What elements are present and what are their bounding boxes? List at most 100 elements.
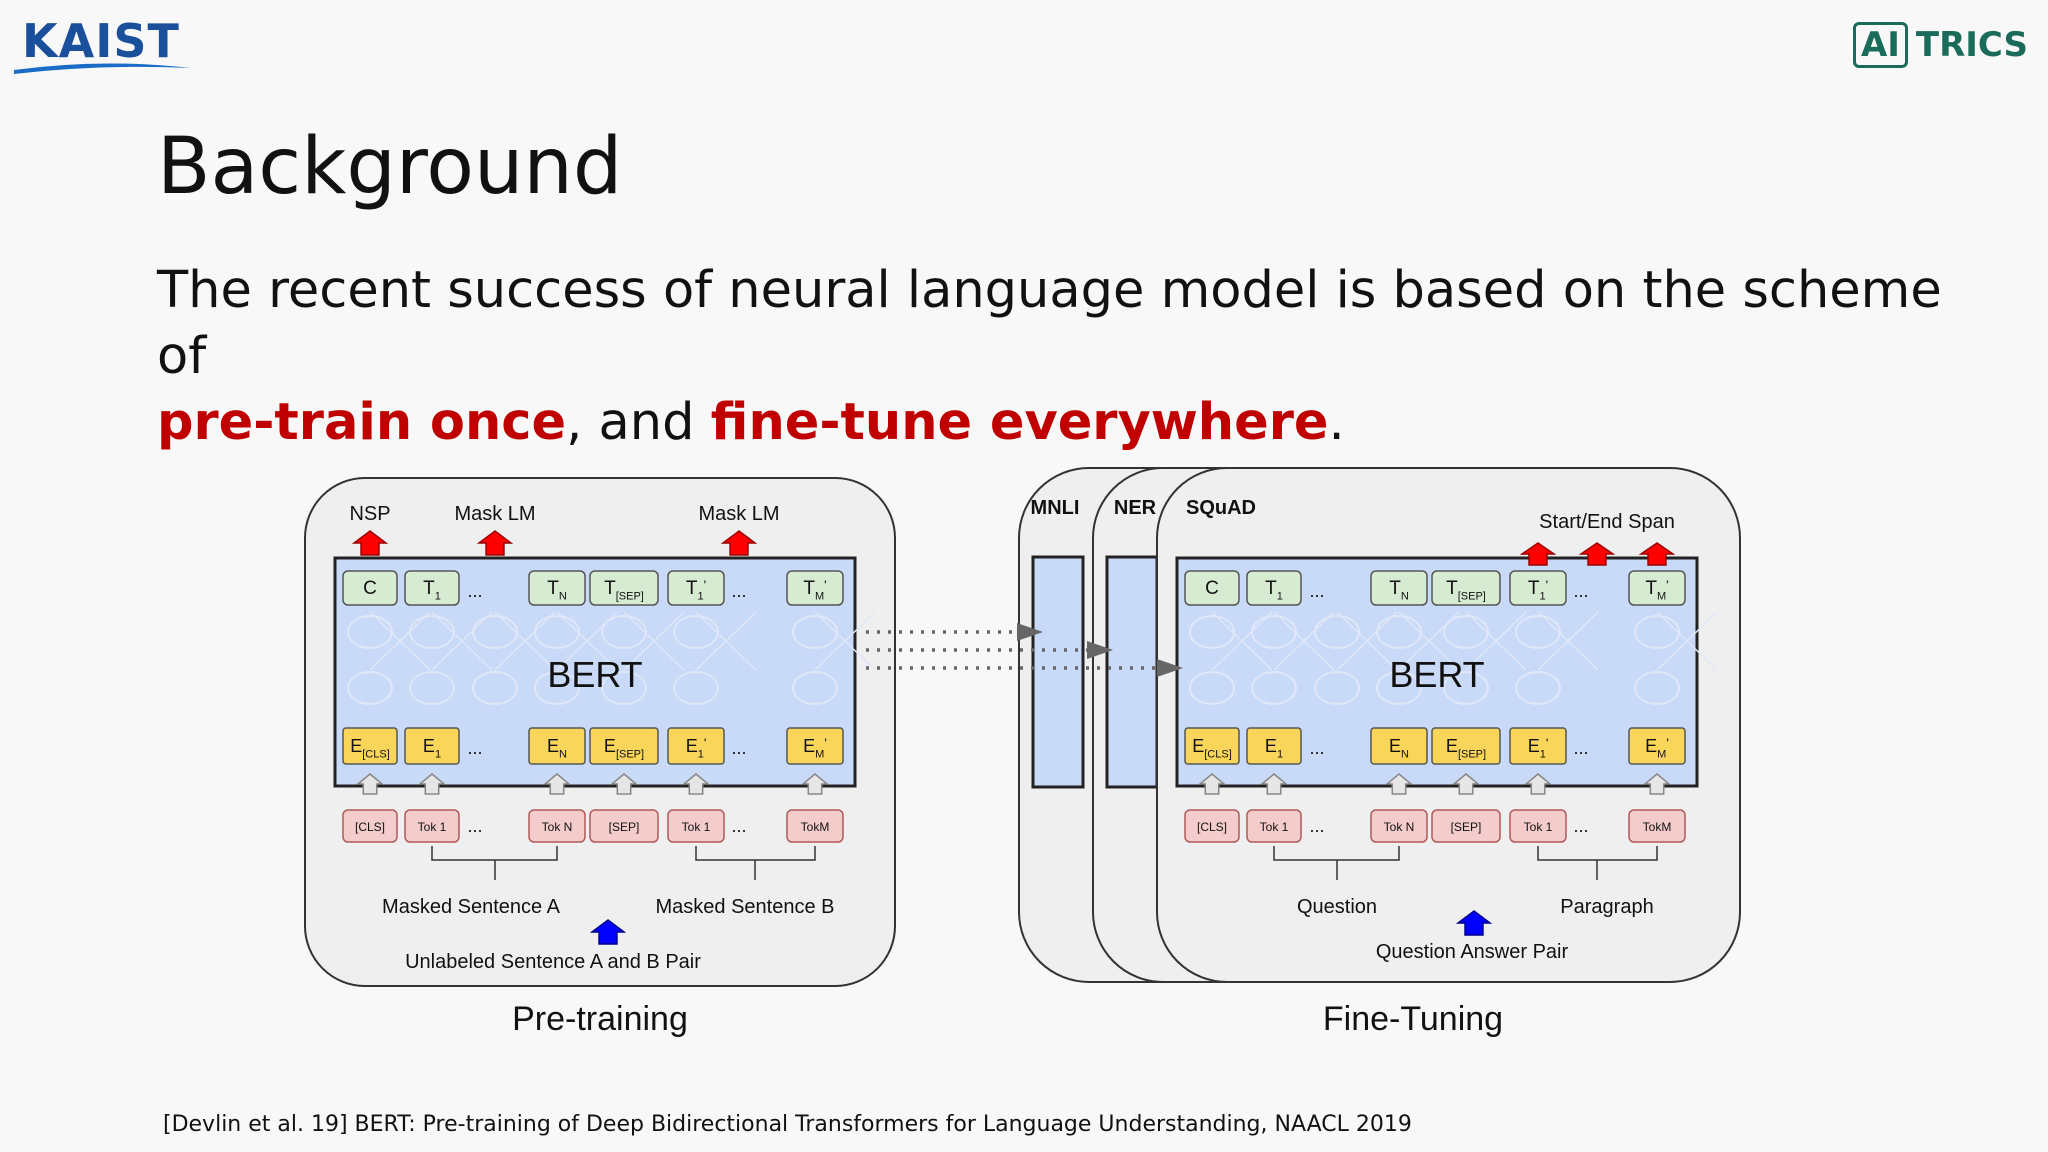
citation: [Devlin et al. 19] BERT: Pre-training of…: [163, 1112, 1412, 1137]
task-mnli: MNLI: [1031, 497, 1080, 519]
finetune-input-ellipsis: ...: [1309, 816, 1324, 836]
pretrain-output-token-box: [589, 570, 659, 606]
pretrain-input-token-box: [786, 809, 844, 843]
finetune-output-token: T[SEP]: [1446, 578, 1486, 603]
pretrain-embedding-ellipsis: ...: [731, 738, 746, 758]
finetune-embedding-ellipsis: ...: [1573, 738, 1588, 758]
pretrain-sentence-b: Masked Sentence B: [656, 896, 835, 918]
finetune-grey-arrow-icon: [1451, 773, 1481, 795]
pretrain-output-token: T1': [686, 577, 706, 602]
finetune-network-edge: [1465, 611, 1527, 671]
body-connector: , and: [566, 393, 711, 452]
aitrics-logo: AI TRICS: [1852, 22, 2028, 68]
pretrain-embedding: E[SEP]: [604, 736, 644, 760]
pretrain-bracket-a: [431, 846, 558, 880]
kaist-logo: KAIST: [22, 14, 180, 68]
transfer-arrow-icon: [1087, 641, 1113, 659]
finetune-embedding: E1: [1265, 736, 1283, 760]
finetune-network-edge: [1656, 611, 1718, 671]
blue-up-arrow-icon: [589, 919, 627, 945]
finetune-bracket-a: [1273, 846, 1400, 880]
finetune-network-node: [1251, 671, 1297, 705]
finetune-embedding: E1': [1528, 736, 1549, 761]
pretrain-network-edge: [623, 611, 685, 671]
finetune-network-node: [1189, 671, 1235, 705]
pretrain-network-node: [601, 671, 647, 705]
red-up-arrow-icon: [720, 530, 758, 556]
pretrain-input-token-box: [528, 809, 586, 843]
pretrain-pair: Unlabeled Sentence A and B Pair: [405, 951, 701, 973]
finetune-network-edge: [1537, 611, 1599, 671]
pretrain-input-token: Tok 1: [418, 820, 447, 834]
finetune-grey-arrow-icon: [1259, 773, 1289, 795]
pretrain-network-node: [601, 615, 647, 649]
pretrain-bracket-b: [695, 846, 816, 880]
pretrain-sentence-a: Masked Sentence A: [382, 896, 561, 918]
finetune-network-edge: [1211, 611, 1273, 671]
finetune-network-node: [1515, 615, 1561, 649]
red-up-arrow-icon: [1578, 542, 1616, 566]
finetune-caption: Fine-Tuning: [1323, 1000, 1503, 1038]
pretrain-embedding: E1': [686, 736, 707, 761]
pretrain-grey-arrow-icon: [800, 773, 830, 795]
body-line-1: The recent success of neural language mo…: [157, 261, 1942, 386]
finetune-input-token: TokM: [1643, 820, 1672, 834]
pretrain-embedding-box: [342, 727, 398, 765]
finetune-embedding: E[CLS]: [1192, 736, 1232, 760]
pretrain-grey-arrow-icon: [542, 773, 572, 795]
finetune-input-token-box: [1370, 809, 1428, 843]
pretrain-input-token: [SEP]: [609, 820, 640, 834]
pretrain-grey-arrow-icon: [417, 773, 447, 795]
finetune-input-token: [CLS]: [1197, 820, 1227, 834]
pretrain-network-edge: [369, 611, 431, 671]
emphasis-finetune-everywhere: fine-tune everywhere: [710, 393, 1329, 452]
pretrain-input-token-box: [667, 809, 725, 843]
pretrain-network-node: [472, 615, 518, 649]
finetune-bert-label: BERT: [1389, 654, 1484, 695]
finetune-output-ellipsis: ...: [1573, 581, 1588, 601]
finetune-input-token: Tok N: [1384, 820, 1415, 834]
pretrain-embedding: EN: [547, 736, 567, 760]
task-squad: SQuAD: [1186, 497, 1256, 519]
pretrain-embedding-box: [786, 727, 844, 765]
finetune-output-token: C: [1205, 578, 1219, 599]
pretrain-network-node: [409, 615, 455, 649]
finetune-network-node: [1314, 671, 1360, 705]
aitrics-logo-text: TRICS: [1915, 25, 2028, 65]
pretrain-embedding-box: [589, 727, 659, 765]
finetune-input-token-box: [1184, 809, 1240, 843]
pretrain-network-node: [534, 671, 580, 705]
finetune-network-node: [1634, 615, 1680, 649]
finetune-input-token-box: [1509, 809, 1567, 843]
pretrain-grey-arrow-icon: [355, 773, 385, 795]
finetune-grey-arrow-icon: [1384, 773, 1414, 795]
pretrain-grey-arrow-icon: [609, 773, 639, 795]
pretrain-network-edge: [695, 611, 757, 671]
pretrain-input-ellipsis: ...: [731, 816, 746, 836]
finetune-network-node: [1376, 615, 1422, 649]
finetune-output-token-box: [1628, 570, 1686, 606]
red-up-arrow-icon: [476, 530, 514, 556]
blue-up-arrow-icon: [1455, 910, 1493, 936]
pretrain-input-token: [CLS]: [355, 820, 385, 834]
pretrain-input-token-box: [404, 809, 460, 843]
finetune-embedding-box: [1370, 727, 1428, 765]
pretrain-output-token-box: [404, 570, 460, 606]
finetune-output-token: T1': [1528, 577, 1548, 602]
pretrain-network-edge: [814, 611, 876, 671]
finetune-embedding: E[SEP]: [1446, 736, 1486, 760]
finetune-embedding-box: [1184, 727, 1240, 765]
finetune-network-node: [1314, 615, 1360, 649]
pretrain-network-edge: [431, 611, 493, 671]
finetune-network-edge: [1273, 611, 1335, 671]
pretrain-input-ellipsis: ...: [467, 816, 482, 836]
finetune-paragraph: Paragraph: [1560, 896, 1653, 918]
pretrain-network-node: [673, 671, 719, 705]
pretrain-masklm2-label: Mask LM: [698, 503, 779, 525]
finetune-input-token-box: [1246, 809, 1302, 843]
pretrain-caption: Pre-training: [512, 1000, 688, 1038]
finetune-output-token-box: [1370, 570, 1428, 606]
emphasis-pretrain-once: pre-train once: [157, 393, 567, 452]
